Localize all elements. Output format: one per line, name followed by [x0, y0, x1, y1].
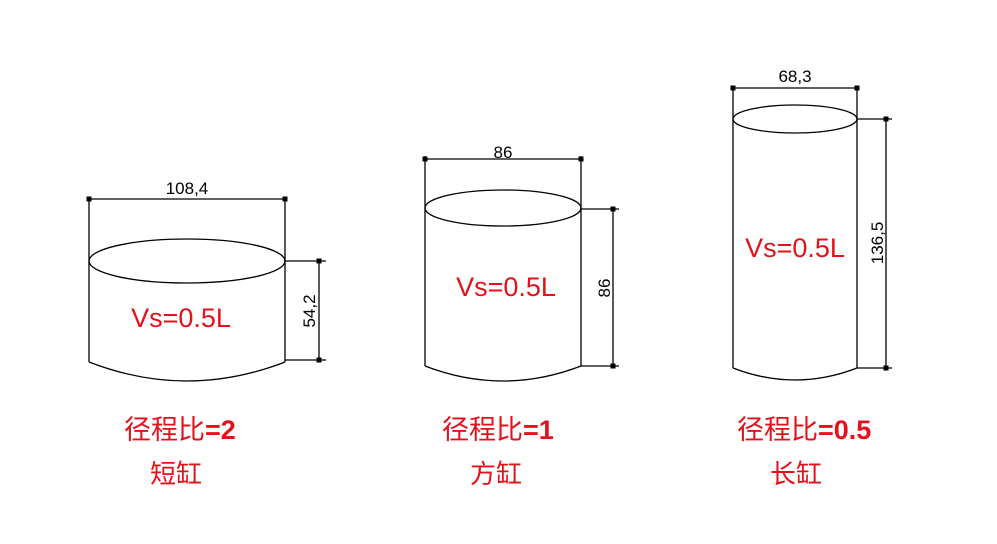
- ratio-caption-long: 径程比=0.5: [737, 408, 871, 447]
- height-label: 136,5: [868, 222, 887, 265]
- ratio-value: =2: [205, 415, 236, 445]
- volume-label: Vs=0.5L: [456, 272, 556, 302]
- ratio-caption-short: 径程比=2: [124, 408, 236, 447]
- ratio-value: =1: [523, 415, 554, 445]
- kind-label-square: 方缸: [470, 460, 523, 490]
- ratio-value: =0.5: [818, 415, 872, 445]
- diameter-label: 68,3: [778, 67, 811, 86]
- cylinder-short: [86, 196, 326, 382]
- cylinder-square: [422, 156, 619, 382]
- diameter-label: 108,4: [166, 179, 209, 198]
- ratio-prefix: 径程比: [124, 415, 205, 446]
- ratio-prefix: 径程比: [737, 415, 818, 446]
- height-label: 86: [595, 279, 614, 298]
- cylinder-long: [730, 85, 892, 381]
- kind-label-long: 长缸: [770, 460, 823, 490]
- cylinder-top-ellipse: [88, 238, 286, 284]
- ratio-caption-square: 径程比=1: [442, 408, 554, 447]
- volume-label: Vs=0.5L: [745, 233, 845, 263]
- diameter-label: 86: [494, 143, 513, 162]
- volume-label: Vs=0.5L: [131, 303, 231, 333]
- height-label: 54,2: [300, 294, 319, 327]
- ratio-prefix: 径程比: [442, 415, 523, 446]
- cylinder-bottom-arc: [88, 361, 286, 382]
- cylinder-bottom-arc: [732, 367, 858, 381]
- cylinder-bottom-arc: [424, 365, 582, 382]
- kind-label-short: 短缸: [150, 460, 203, 490]
- cylinder-top-ellipse: [732, 104, 858, 134]
- cylinder-top-ellipse: [424, 189, 582, 227]
